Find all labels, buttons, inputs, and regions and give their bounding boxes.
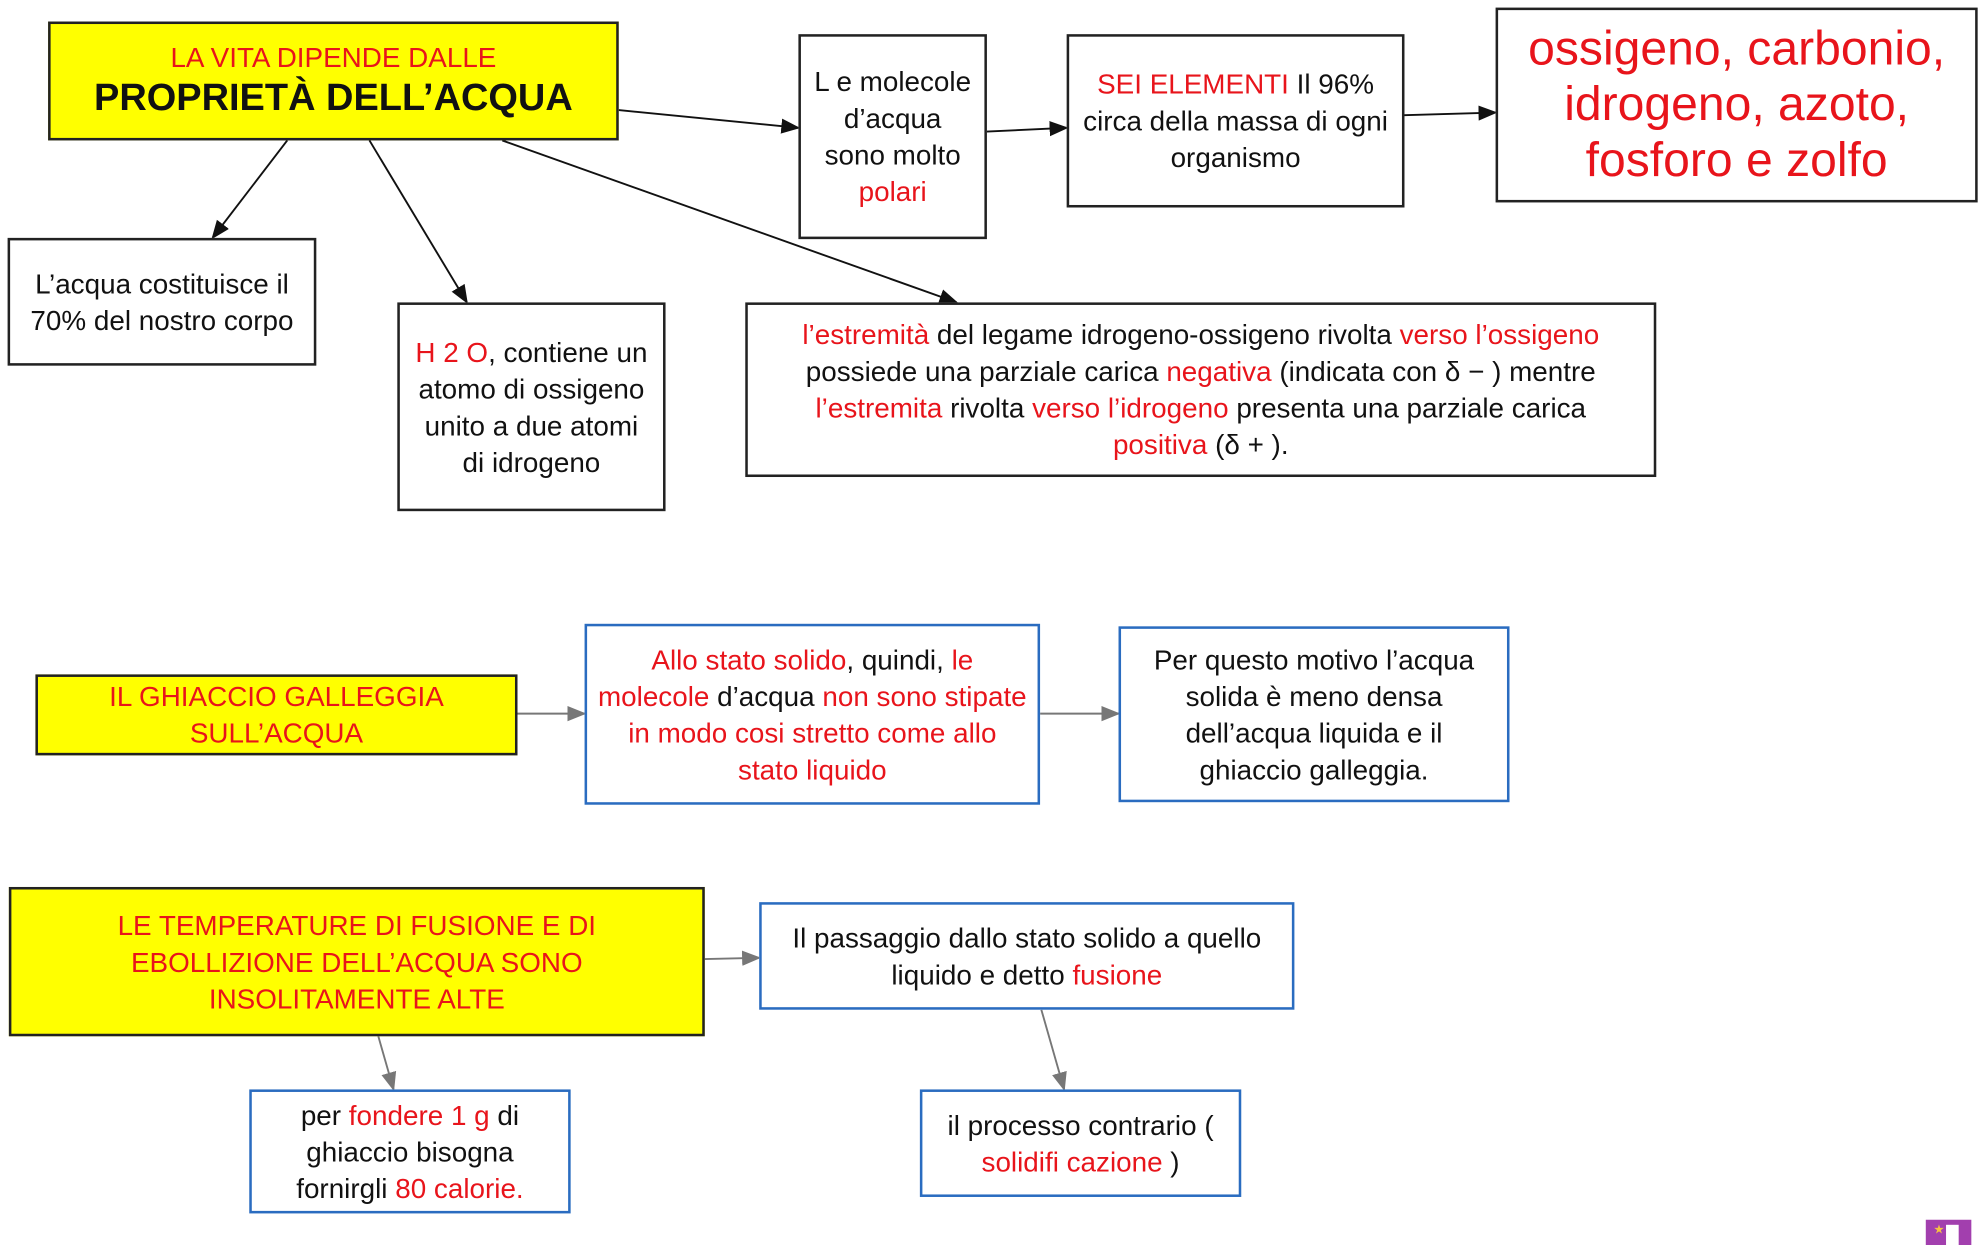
highlighted-text: l’estremità [802, 318, 930, 351]
main-subtitle: LA VITA DIPENDE DALLE [170, 41, 497, 74]
highlighted-text: ossigeno, carbonio, idrogeno, azoto, fos… [1528, 22, 1946, 188]
text: rivolta [942, 392, 1033, 424]
text: il processo contrario ( [947, 1109, 1214, 1141]
arrow-temperature-fondere [377, 1036, 397, 1092]
text: , contiene un atomo di ossigeno unito a … [418, 335, 648, 478]
arrow-temperature-passaggio [704, 950, 762, 966]
text: (δ + ). [1207, 428, 1289, 461]
highlighted-text: le molecole [597, 643, 974, 712]
highlighted-text: LE TEMPERATURE DI FUSIONE E DI EBOLLIZIO… [117, 909, 597, 1015]
text: del legame idrogeno-ossigeno rivolta [929, 318, 1400, 351]
text: , quindi, [846, 643, 952, 676]
box-text: Per questo motivo l’acqua solida è meno … [1131, 641, 1497, 788]
highlighted-text: fondere 1 g [348, 1098, 490, 1131]
box-text: l’estremità del legame idrogeno-ossigeno… [768, 316, 1633, 463]
polar-molecules-box: L e molecole d’acqua sono molto polari [798, 34, 987, 240]
fusion-box: Il passaggio dallo stato solido a quello… [759, 902, 1295, 1010]
box-text: LE TEMPERATURE DI FUSIONE E DI EBOLLIZIO… [62, 907, 652, 1017]
box-text: per fondere 1 g di ghiaccio bisogna forn… [262, 1096, 558, 1206]
highlighted-text: verso l’ossigeno [1399, 318, 1600, 351]
arrow-main-corpo [211, 139, 288, 240]
density-box: Per questo motivo l’acqua solida è meno … [1118, 626, 1510, 803]
solid-state-box: Allo stato solido, quindi, le molecole d… [584, 623, 1041, 805]
box-text: Allo stato solido, quindi, le molecole d… [597, 641, 1027, 788]
highlighted-text: verso l’idrogeno [1032, 392, 1229, 424]
arrow-main-polari [618, 109, 801, 134]
box-text: L’acqua costituisce il 70% del nostro co… [20, 265, 303, 338]
elements-list-box: ossigeno, carbonio, idrogeno, azoto, fos… [1495, 7, 1978, 203]
main-title-box: LA VITA DIPENDE DALLE PROPRIETÀ DELL’ACQ… [48, 21, 619, 141]
h2o-box: H 2 O, contiene un atomo di ossigeno uni… [397, 302, 666, 512]
solidification-box: il processo contrario ( solidifi cazione… [919, 1089, 1242, 1197]
logo-icon: ★ [1925, 1219, 1972, 1245]
text: presenta una parziale carica [1228, 392, 1587, 424]
highlighted-text: IL GHIACCIO GALLEGGIA SULL’ACQUA [109, 680, 444, 750]
highlighted-text: positiva [1112, 428, 1208, 461]
text: L’acqua costituisce il 70% del nostro co… [30, 267, 294, 336]
highlighted-text: l’estremita [815, 392, 943, 424]
partial-charge-box: l’estremità del legame idrogeno-ossigeno… [745, 302, 1657, 478]
box-text: L e molecole d’acqua sono molto polari [811, 63, 974, 210]
highlighted-text: polari [858, 175, 927, 208]
box-text: SEI ELEMENTI Il 96% circa della massa di… [1079, 66, 1392, 176]
text: Il 96% circa della massa di ogni organis… [1083, 68, 1388, 174]
text: d’acqua [709, 680, 823, 712]
six-elements-box: SEI ELEMENTI Il 96% circa della massa di… [1066, 34, 1405, 208]
highlighted-text: SEI ELEMENTI [1097, 68, 1289, 100]
melting-heat-box: per fondere 1 g di ghiaccio bisogna forn… [249, 1089, 571, 1214]
box-text: H 2 O, contiene un atomo di ossigeno uni… [410, 333, 653, 480]
text: L e molecole d’acqua sono molto [814, 65, 972, 171]
highlighted-text: solidifi cazione [981, 1145, 1163, 1178]
ice-floats-box: IL GHIACCIO GALLEGGIA SULL’ACQUA [35, 674, 518, 756]
main-title: PROPRIETÀ DELL’ACQUA [94, 77, 573, 119]
box-text: Il passaggio dallo stato solido a quello… [772, 919, 1282, 992]
text: Per questo motivo l’acqua solida è meno … [1153, 643, 1475, 786]
body-water-box: L’acqua costituisce il 70% del nostro co… [7, 237, 317, 366]
temperatures-box: LE TEMPERATURE DI FUSIONE E DI EBOLLIZIO… [8, 886, 705, 1037]
text: ) [1162, 1145, 1180, 1178]
arrow-passaggio-contrario [1040, 1009, 1067, 1092]
highlighted-text: non sono stipate in modo cosi stretto co… [628, 680, 1027, 786]
text: (indicata con δ − ) mentre [1271, 355, 1596, 388]
highlighted-text: 80 calorie. [395, 1172, 524, 1204]
text: di ghiaccio bisogna fornirgli [296, 1098, 520, 1204]
box-text: IL GHIACCIO GALLEGGIA SULL’ACQUA [48, 678, 505, 751]
highlighted-text: fusione [1072, 958, 1163, 991]
highlighted-text: negativa [1166, 355, 1272, 388]
arrow-polari-sei [986, 121, 1069, 137]
text: possiede una parziale carica [805, 355, 1167, 388]
highlighted-text: Allo stato solido [651, 643, 847, 676]
arrow-main-h2o [368, 139, 468, 305]
arrow-main-estremita [502, 139, 959, 304]
arrow-sei-elementi [1404, 105, 1498, 121]
box-text: ossigeno, carbonio, idrogeno, azoto, fos… [1508, 22, 1965, 189]
text: Il passaggio dallo stato solido a quello… [792, 921, 1262, 991]
box-text: il processo contrario ( solidifi cazione… [933, 1107, 1229, 1180]
text: per [300, 1098, 349, 1131]
highlighted-text: H 2 O [415, 335, 489, 368]
